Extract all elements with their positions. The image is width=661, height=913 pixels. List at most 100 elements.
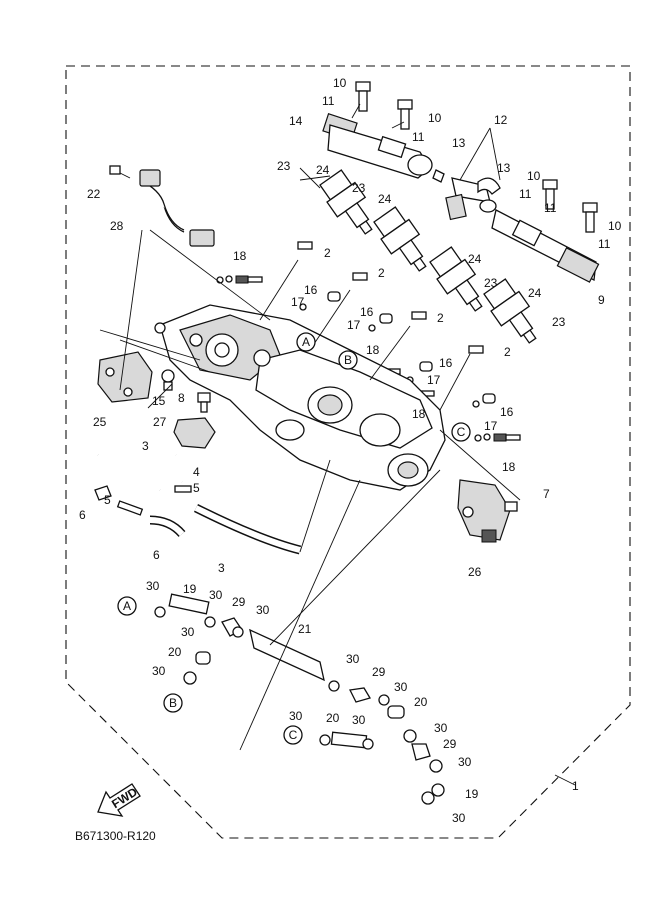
- callout-6: 6: [79, 508, 86, 522]
- callout-10: 10: [608, 219, 622, 233]
- callout-5: 5: [104, 493, 111, 507]
- callout-5: 5: [193, 481, 200, 495]
- callout-20: 20: [414, 695, 428, 709]
- callout-30: 30: [152, 664, 166, 678]
- callout-25: 25: [93, 415, 107, 429]
- callout-3: 3: [218, 561, 225, 575]
- callout-30: 30: [458, 755, 472, 769]
- svg-text:B: B: [169, 696, 177, 710]
- callout-2: 2: [378, 266, 385, 280]
- callout-17: 17: [347, 318, 361, 332]
- callout-29: 29: [372, 665, 386, 679]
- callout-23: 23: [352, 181, 366, 195]
- callout-19: 19: [183, 582, 197, 596]
- callout-21: 21: [298, 622, 312, 636]
- callout-30: 30: [289, 709, 303, 723]
- callout-30: 30: [209, 588, 223, 602]
- callout-18: 18: [366, 343, 380, 357]
- callout-1: 1: [572, 779, 579, 793]
- sensor-lead-28: [109, 165, 215, 247]
- ref-circle-b-upper: B: [338, 350, 358, 370]
- callout-10: 10: [333, 76, 347, 90]
- callout-30: 30: [181, 625, 195, 639]
- callout-16: 16: [360, 305, 374, 319]
- callout-11: 11: [544, 201, 557, 215]
- callout-23: 23: [277, 159, 291, 173]
- callout-24: 24: [528, 286, 542, 300]
- callout-3: 3: [142, 439, 149, 453]
- callout-13: 13: [497, 161, 511, 175]
- callout-2: 2: [437, 311, 444, 325]
- ref-circle-a-upper: A: [296, 332, 316, 352]
- callout-11: 11: [322, 94, 335, 108]
- callout-30: 30: [146, 579, 160, 593]
- callout-30: 30: [352, 713, 366, 727]
- callout-15: 15: [152, 394, 166, 408]
- callout-8: 8: [178, 391, 185, 405]
- leader-lines: [99, 103, 576, 786]
- callout-30: 30: [434, 721, 448, 735]
- svg-text:A: A: [123, 599, 131, 613]
- ref-circle-c-lower: C: [283, 725, 303, 745]
- callout-30: 30: [452, 811, 466, 825]
- lower-hose-set: [154, 593, 445, 805]
- callout-18: 18: [412, 407, 426, 421]
- callout-27: 27: [153, 415, 167, 429]
- callout-24: 24: [378, 192, 392, 206]
- svg-text:B: B: [344, 353, 352, 367]
- svg-text:C: C: [457, 425, 466, 439]
- callout-11: 11: [412, 130, 425, 144]
- callout-23: 23: [484, 276, 498, 290]
- callout-26: 26: [468, 565, 482, 579]
- callout-9: 9: [598, 293, 605, 307]
- callout-18: 18: [502, 460, 516, 474]
- ref-circle-a-lower: A: [117, 596, 137, 616]
- callout-17: 17: [427, 373, 441, 387]
- fuel-rail-upper: [322, 113, 600, 283]
- sensor-26: [457, 479, 518, 543]
- callout-17: 17: [484, 419, 498, 433]
- callout-16: 16: [439, 356, 453, 370]
- callout-labels: 10 11 10 14 12 11 13 23 24 13 10 22 23 1…: [79, 76, 622, 825]
- callout-30: 30: [394, 680, 408, 694]
- bolt-15: [161, 369, 175, 391]
- callout-17: 17: [291, 295, 305, 309]
- injectors: [319, 169, 537, 344]
- ref-circle-b-lower: B: [163, 693, 183, 713]
- callout-30: 30: [256, 603, 270, 617]
- callout-20: 20: [326, 711, 340, 725]
- callout-24: 24: [316, 163, 330, 177]
- callout-11: 11: [598, 237, 611, 251]
- assembly-boundary: [65, 65, 631, 839]
- callout-11: 11: [519, 187, 532, 201]
- callout-16: 16: [304, 283, 318, 297]
- callout-14: 14: [289, 114, 303, 128]
- fwd-arrow-icon: FWD: [97, 783, 141, 817]
- callout-7: 7: [543, 487, 550, 501]
- callout-29: 29: [443, 737, 457, 751]
- ref-circle-c-upper: C: [451, 422, 471, 442]
- callout-10: 10: [527, 169, 541, 183]
- seals-2: [297, 241, 484, 354]
- callout-29: 29: [232, 595, 246, 609]
- callout-23: 23: [552, 315, 566, 329]
- callout-24: 24: [468, 252, 482, 266]
- throttle-body: [154, 304, 446, 491]
- callout-20: 20: [168, 645, 182, 659]
- callout-10: 10: [428, 111, 442, 125]
- parts-8-27: [173, 392, 216, 449]
- callout-19: 19: [465, 787, 479, 801]
- callout-2: 2: [504, 345, 511, 359]
- svg-text:A: A: [302, 335, 310, 349]
- callout-13: 13: [452, 136, 466, 150]
- callout-12: 12: [494, 113, 508, 127]
- callout-22: 22: [87, 187, 101, 201]
- bolts-10: [355, 81, 598, 233]
- callout-2: 2: [324, 246, 331, 260]
- callout-30: 30: [346, 652, 360, 666]
- callout-6: 6: [153, 548, 160, 562]
- sensor-25: [97, 351, 153, 403]
- vacuum-hoses: [94, 452, 302, 555]
- diagram-code: B671300-R120: [75, 829, 156, 843]
